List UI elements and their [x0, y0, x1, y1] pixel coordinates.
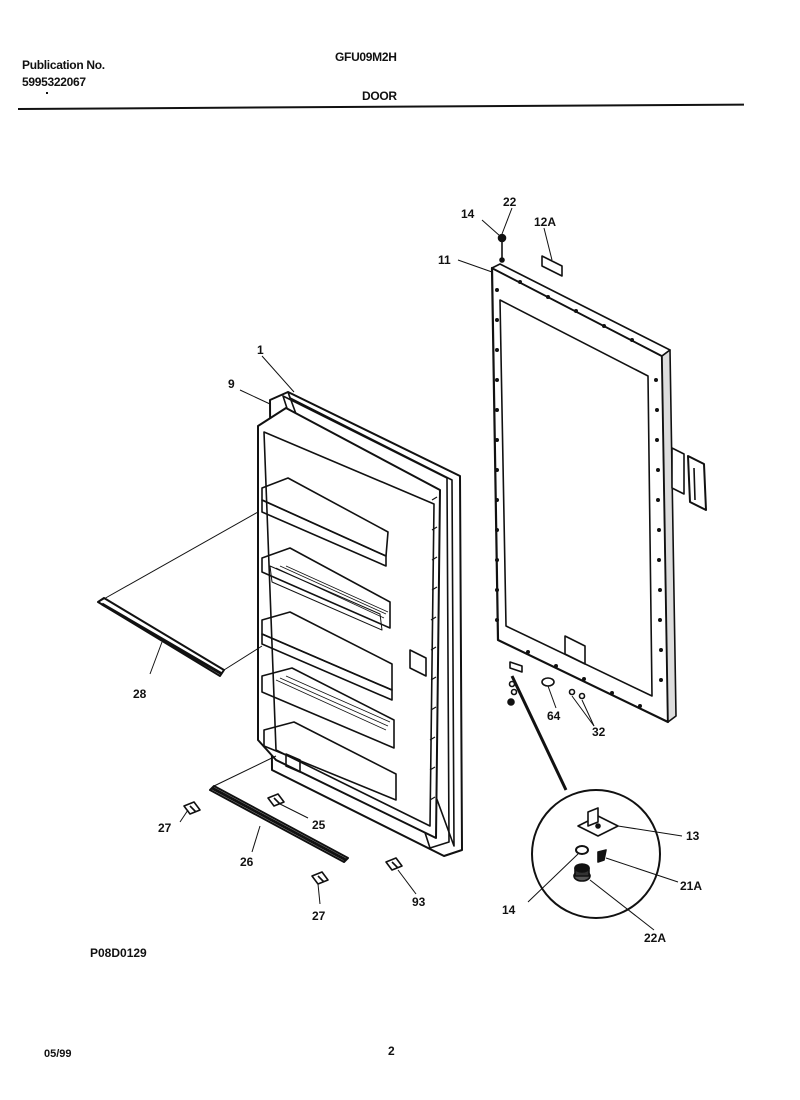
- screw-27b: [311, 871, 329, 885]
- callout-1: 1: [257, 343, 264, 357]
- section-title: DOOR: [362, 89, 397, 103]
- callout-25: 25: [312, 818, 326, 832]
- callout-21a: 21A: [680, 879, 702, 893]
- callout-12a: 12A: [534, 215, 556, 229]
- screw-27a: [183, 801, 201, 815]
- callout-64: 64: [547, 709, 561, 723]
- page-number: 2: [388, 1044, 395, 1058]
- callout-22a: 22A: [644, 931, 666, 945]
- publication-number: 5995322067: [22, 75, 86, 89]
- hinge-parts: [507, 661, 586, 791]
- screw-25: [267, 793, 285, 807]
- callout-27-upper: 27: [158, 821, 172, 835]
- callout-22: 22: [503, 195, 517, 209]
- callout-9: 9: [228, 377, 235, 391]
- door-shelf-5: [263, 721, 397, 801]
- footer-date: 05/99: [44, 1048, 72, 1060]
- screw-93: [385, 857, 403, 871]
- door-shelf-3: [261, 611, 393, 701]
- hinge-detail-circle: [531, 789, 661, 919]
- shelf-bar: [97, 511, 263, 677]
- callout-13: 13: [686, 829, 700, 843]
- door-shelf-2: [261, 547, 391, 631]
- door-shelf-1: [261, 477, 389, 567]
- callout-93: 93: [412, 895, 426, 909]
- callout-11: 11: [438, 253, 451, 267]
- outer-door-panel: [490, 233, 707, 724]
- stray-mark: [46, 92, 48, 94]
- callout-32: 32: [592, 725, 606, 739]
- model-number: GFU09M2H: [335, 50, 397, 64]
- callout-26: 26: [240, 855, 254, 869]
- diagram-code: P08D0129: [90, 946, 147, 960]
- callout-27-lower: 27: [312, 909, 326, 923]
- door-shelf-4: [261, 667, 395, 749]
- callout-14-top: 14: [461, 207, 475, 221]
- bottom-bar: [209, 755, 349, 863]
- callout-28: 28: [133, 687, 147, 701]
- leader-lines: [149, 207, 683, 931]
- callout-14-detail: 14: [502, 903, 516, 917]
- publication-label: Publication No.: [22, 58, 105, 72]
- inner-door-liner: [257, 391, 463, 857]
